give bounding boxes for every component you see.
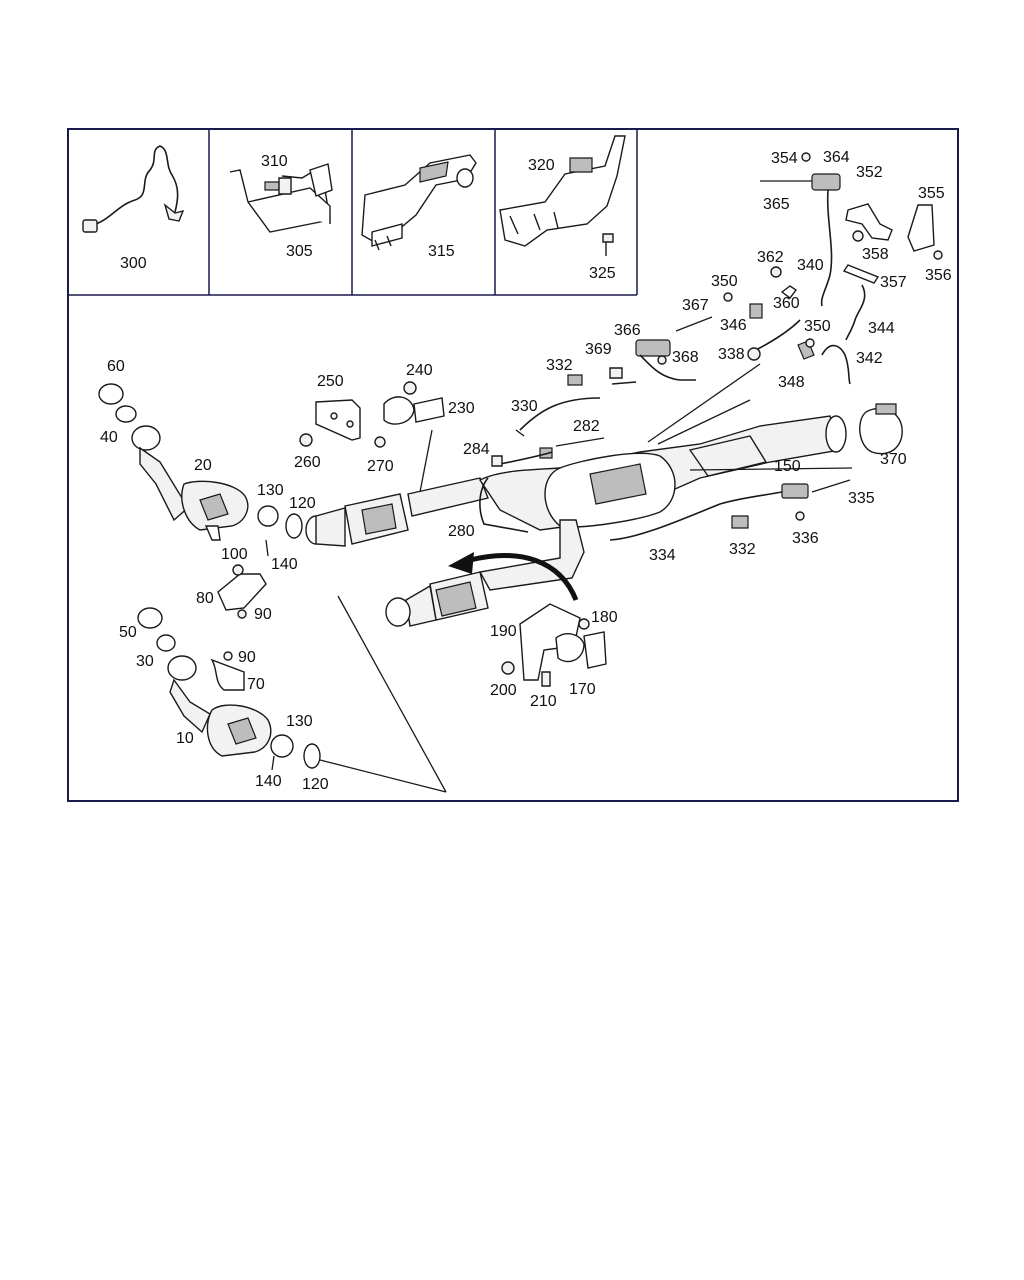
callout-30: 30 bbox=[136, 653, 154, 670]
callout-335: 335 bbox=[848, 490, 875, 507]
callout-10: 10 bbox=[176, 730, 194, 747]
callout-70: 70 bbox=[247, 676, 265, 693]
callout-210: 210 bbox=[530, 693, 557, 710]
hanger-bracket-250 bbox=[315, 399, 361, 441]
callout-358: 358 bbox=[862, 246, 889, 263]
pressure-sensor-346 bbox=[675, 266, 851, 385]
callout-367: 367 bbox=[682, 297, 709, 314]
callout-40: 40 bbox=[100, 429, 118, 446]
callout-130-a: 130 bbox=[257, 482, 284, 499]
callout-338: 338 bbox=[718, 346, 745, 363]
callout-346: 346 bbox=[720, 317, 747, 334]
callout-368: 368 bbox=[672, 349, 699, 366]
detail-leader-v bbox=[337, 595, 447, 793]
rubber-mount-230 bbox=[299, 381, 445, 448]
nox-sensor-harness-364 bbox=[760, 152, 943, 341]
callout-325: 325 bbox=[589, 265, 616, 282]
hanger-bracket-190 bbox=[501, 603, 607, 687]
callout-330: 330 bbox=[511, 398, 538, 415]
callout-60: 60 bbox=[107, 358, 125, 375]
callout-332-b: 332 bbox=[729, 541, 756, 558]
clamp-130-lower bbox=[270, 734, 447, 793]
sensor-harness-330 bbox=[491, 397, 605, 467]
callout-50: 50 bbox=[119, 624, 137, 641]
callout-354: 354 bbox=[771, 150, 798, 167]
callout-250: 250 bbox=[317, 373, 344, 390]
mounting-bracket-315 bbox=[361, 154, 477, 251]
callout-120-a: 120 bbox=[289, 495, 316, 512]
oxygen-sensor-300 bbox=[82, 145, 185, 233]
callout-282: 282 bbox=[573, 418, 600, 435]
callout-140-b: 140 bbox=[255, 773, 282, 790]
callout-360: 360 bbox=[773, 295, 800, 312]
callout-355: 355 bbox=[918, 185, 945, 202]
callout-344: 344 bbox=[868, 320, 895, 337]
callout-305: 305 bbox=[286, 243, 313, 260]
callout-352: 352 bbox=[856, 164, 883, 181]
callout-350-a: 350 bbox=[711, 273, 738, 290]
sensor-harness-334 bbox=[609, 479, 851, 541]
callout-100: 100 bbox=[221, 546, 248, 563]
callout-369: 369 bbox=[585, 341, 612, 358]
callout-240: 240 bbox=[406, 362, 433, 379]
callout-300: 300 bbox=[120, 255, 147, 272]
callout-90-a: 90 bbox=[254, 606, 272, 623]
callout-80: 80 bbox=[196, 590, 214, 607]
callout-320: 320 bbox=[528, 157, 555, 174]
callout-230: 230 bbox=[448, 400, 475, 417]
callout-348: 348 bbox=[778, 374, 805, 391]
control-module-366 bbox=[567, 339, 696, 386]
callout-370: 370 bbox=[880, 451, 907, 468]
callout-140-a: 140 bbox=[271, 556, 298, 573]
diagram-frame bbox=[67, 128, 959, 802]
callout-170: 170 bbox=[569, 681, 596, 698]
callout-280: 280 bbox=[448, 523, 475, 540]
callout-315: 315 bbox=[428, 243, 455, 260]
callout-190: 190 bbox=[490, 623, 517, 640]
clamp-130-upper bbox=[257, 505, 303, 557]
bracket-80 bbox=[217, 564, 267, 619]
callout-364: 364 bbox=[823, 149, 850, 166]
rotation-arrow bbox=[448, 552, 579, 601]
callout-labels: 300 310 305 315 320 325 354 364 352 355 … bbox=[100, 149, 952, 793]
main-muffler-150 bbox=[478, 363, 903, 531]
control-bracket-320 bbox=[499, 135, 626, 256]
catalytic-converter-20 bbox=[98, 383, 249, 541]
callout-284: 284 bbox=[463, 441, 490, 458]
callout-310: 310 bbox=[261, 153, 288, 170]
callout-336: 336 bbox=[792, 530, 819, 547]
callout-357: 357 bbox=[880, 274, 907, 291]
catalytic-converter-10 bbox=[137, 607, 272, 757]
callout-20: 20 bbox=[194, 457, 212, 474]
callout-365: 365 bbox=[763, 196, 790, 213]
callout-334: 334 bbox=[649, 547, 676, 564]
intermediate-pipe-upper bbox=[305, 429, 489, 547]
callout-342: 342 bbox=[856, 350, 883, 367]
callout-340: 340 bbox=[797, 257, 824, 274]
callout-260: 260 bbox=[294, 454, 321, 471]
callout-366: 366 bbox=[614, 322, 641, 339]
callout-130-b: 130 bbox=[286, 713, 313, 730]
callout-90-b: 90 bbox=[238, 649, 256, 666]
callout-200: 200 bbox=[490, 682, 517, 699]
callout-356: 356 bbox=[925, 267, 952, 284]
callout-350-b: 350 bbox=[804, 318, 831, 335]
callout-332-a: 332 bbox=[546, 357, 573, 374]
callout-180: 180 bbox=[591, 609, 618, 626]
callout-150: 150 bbox=[774, 458, 801, 475]
heat-shield-bracket-305 bbox=[229, 163, 333, 233]
callout-270: 270 bbox=[367, 458, 394, 475]
callout-120-b: 120 bbox=[302, 776, 329, 793]
callout-362: 362 bbox=[757, 249, 784, 266]
